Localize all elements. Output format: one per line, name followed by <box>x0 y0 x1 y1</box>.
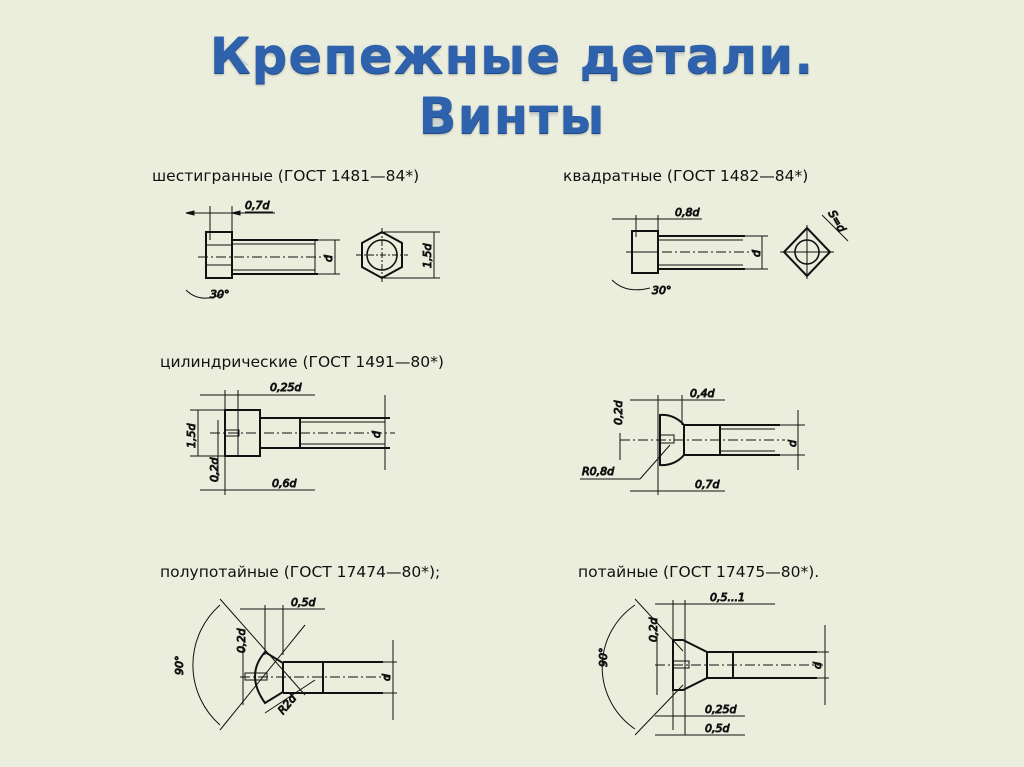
dim-angle: 30° <box>652 284 672 297</box>
title-text-2: Винты <box>418 87 606 145</box>
caption-half-countersunk-screw: полупотайные (ГОСТ 17474—80*); <box>160 563 441 581</box>
dim-head-diameter: 1,5d <box>185 423 198 448</box>
caption-countersunk-screw: потайные (ГОСТ 17475—80*). <box>578 563 820 581</box>
dim-head-height: 0,8d <box>675 206 700 219</box>
title-line-2: Винты Винты <box>0 77 1024 148</box>
dim-slot-width: 0,2d <box>208 457 221 482</box>
dim-head-height: 0,7d <box>245 199 270 212</box>
title-line-1: Крепежные детали. Крепежные детали. <box>0 17 1024 88</box>
dim-head-height: 0,7d <box>695 478 720 491</box>
dim-radius: R0,8d <box>582 465 615 478</box>
hex-screw-drawing: 0,7d d 30° 1,5d <box>170 190 450 310</box>
dim-slot-width: 0,2d <box>647 617 660 642</box>
dim-diameter: d <box>750 249 763 257</box>
dim-diameter: d <box>786 439 799 447</box>
dim-head-height: 0,5d <box>705 722 730 735</box>
dim-angle: 90° <box>597 648 610 668</box>
dim-diameter: d <box>380 673 393 681</box>
square-screw-drawing: 0,8d d 30° S=d <box>590 195 860 305</box>
half-countersunk-screw-drawing: 90° 0,5d d 0,2d R2d <box>165 595 397 745</box>
dim-head-height: 0,5d <box>291 596 316 609</box>
slide-title: Крепежные детали. Крепежные детали. Винт… <box>0 17 1024 148</box>
dim-diameter: d <box>322 254 335 262</box>
countersunk-screw-drawing: 90° 0,5...1 d 0,2d 0,25d 0,5d <box>595 591 835 745</box>
caption-square-screw: квадратные (ГОСТ 1482—84*) <box>563 167 809 185</box>
dim-slot-depth: 0,25d <box>270 381 302 394</box>
round-screw-drawing: 0,4d d 0,2d R0,8d 0,7d <box>570 385 820 500</box>
dim-across-flats: 1,5d <box>421 243 434 268</box>
dim-angle: 90° <box>173 656 186 676</box>
dim-slot-width: 0,2d <box>235 628 248 653</box>
dim-head-height: 0,6d <box>272 477 297 490</box>
title-text-1: Крепежные детали. <box>209 27 815 85</box>
cylindrical-screw-drawing: 0,25d 1,5d 0,2d 0,6d d <box>180 380 410 500</box>
dim-slot-depth: 0,25d <box>705 703 737 716</box>
dim-slot-width: 0,2d <box>612 400 625 425</box>
dim-lip: 0,5...1 <box>710 591 745 604</box>
dim-slot-depth: 0,4d <box>690 387 715 400</box>
caption-hex-screw: шестигранные (ГОСТ 1481—84*) <box>152 167 420 185</box>
dim-diameter: d <box>811 661 824 669</box>
dim-diameter: d <box>370 430 383 438</box>
caption-cylindrical-screw: цилиндрические (ГОСТ 1491—80*) <box>160 353 444 371</box>
